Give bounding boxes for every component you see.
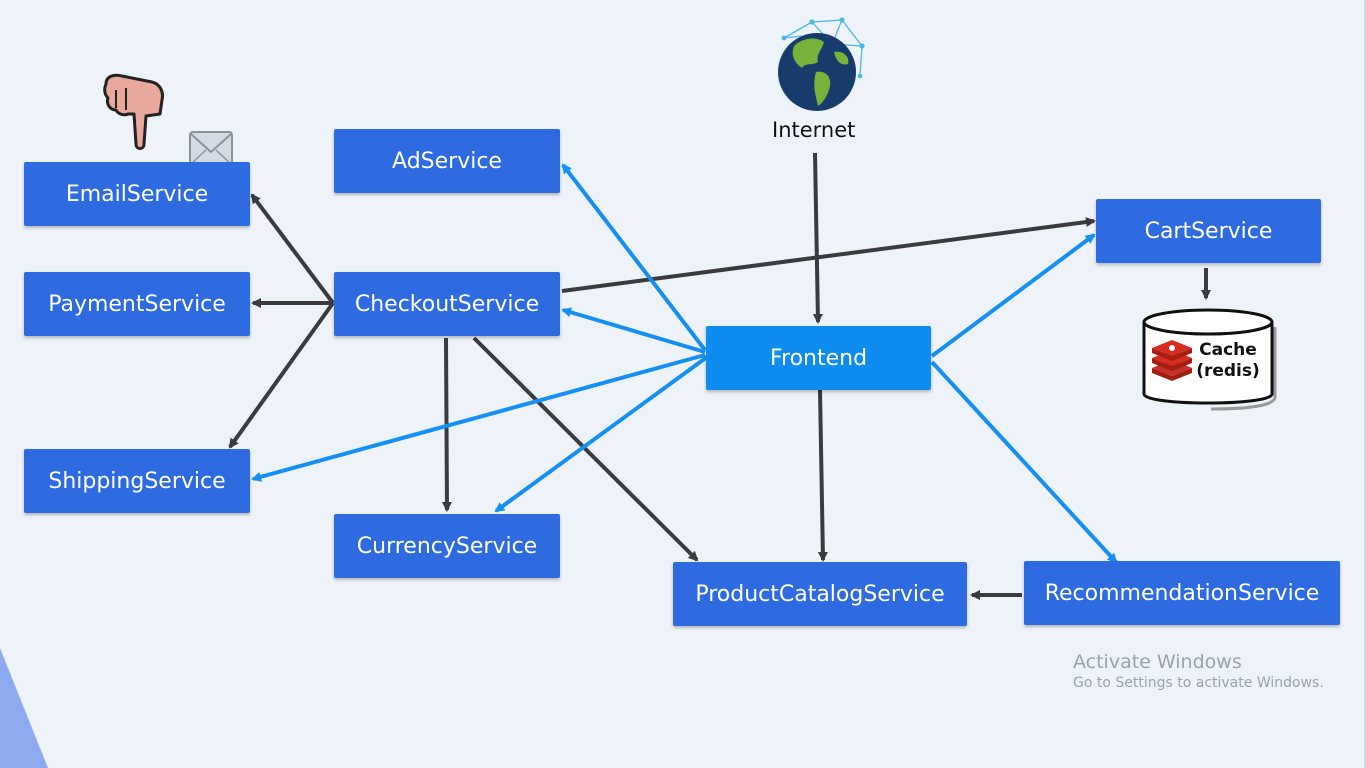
activation-watermark: Activate Windows Go to Settings to activ… (1073, 651, 1324, 691)
frontend-service-label: Frontend (769, 345, 868, 371)
cache-label-line1: Cache (1199, 340, 1257, 360)
email-service-label: EmailService (65, 181, 209, 207)
watermark-subtitle: Go to Settings to activate Windows. (1073, 675, 1324, 691)
internet-label: Internet (772, 118, 856, 142)
arrow-checkout-shipping (228, 301, 335, 449)
currency-service-label: CurrencyService (356, 533, 538, 559)
ad-service: AdService (334, 129, 560, 193)
cart-service: CartService (1096, 199, 1321, 263)
cache-label-line2: (redis) (1196, 361, 1260, 381)
productcatalog-service: ProductCatalogService (673, 562, 967, 626)
recommendation-service-label: RecommendationService (1044, 580, 1320, 606)
arrow-checkout-cart (561, 217, 1096, 293)
payment-service-label: PaymentService (48, 291, 226, 317)
email-service: EmailService (24, 162, 250, 226)
arrow-frontend-currency (494, 355, 709, 513)
arrow-frontend-recommendation (930, 360, 1118, 564)
arrow-frontend-checkout (561, 307, 706, 354)
cart-service-label: CartService (1144, 218, 1273, 244)
ad-service-label: AdService (392, 148, 502, 174)
checkout-service: CheckoutService (334, 272, 560, 336)
arrow-checkout-productcatalog (472, 336, 699, 562)
currency-service: CurrencyService (334, 514, 560, 578)
arrow-frontend-productcatalog (817, 389, 828, 562)
frontend-service: Frontend (706, 326, 931, 390)
corner-decoration (0, 648, 48, 768)
redis-icon (1152, 340, 1192, 381)
checkout-service-label: CheckoutService (354, 291, 540, 317)
arrow-frontend-cart (930, 233, 1096, 358)
cache-label: Cache (redis) (1196, 340, 1260, 382)
right-edge-divider (1364, 0, 1366, 768)
shipping-service-label: ShippingService (48, 468, 226, 494)
arrow-frontend-ad (561, 163, 707, 352)
arrow-internet-frontend (812, 152, 823, 324)
cache-database (1142, 308, 1277, 411)
watermark-title: Activate Windows (1073, 651, 1242, 673)
recommendation-service: RecommendationService (1024, 561, 1340, 625)
shipping-service: ShippingService (24, 449, 250, 513)
arrow-frontend-shipping (251, 353, 706, 482)
pointing-hand-icon (103, 73, 164, 150)
payment-service: PaymentService (24, 272, 250, 336)
productcatalog-service-label: ProductCatalogService (695, 581, 945, 607)
arrow-checkout-email (250, 193, 335, 305)
globe-icon (778, 17, 865, 111)
